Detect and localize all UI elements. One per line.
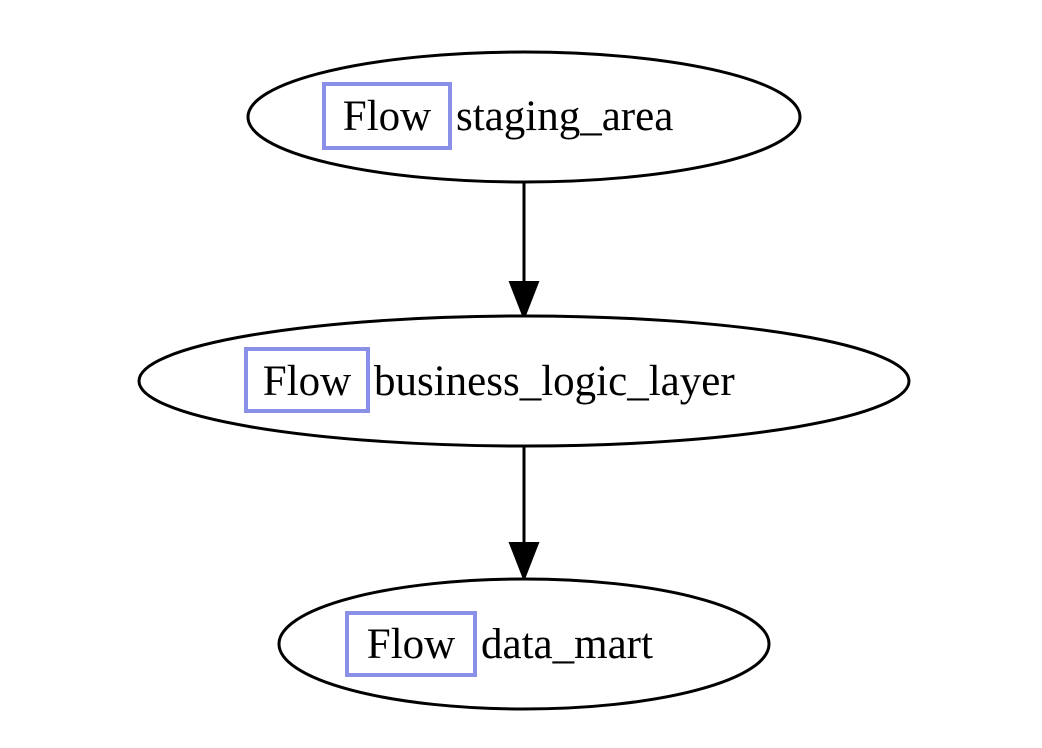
node-tag-box [322, 82, 452, 150]
node-name-label: data_mart [481, 621, 653, 668]
arrowhead-icon [508, 542, 540, 582]
node-name-label: business_logic_layer [374, 358, 735, 405]
node-tag-label: Flow [343, 93, 431, 140]
node-tag-label: Flow [367, 621, 455, 668]
node-tag-box [345, 611, 477, 677]
node-tag-label: Flow [263, 358, 351, 405]
node-business-logic-layer[interactable]: Flow business_logic_layer [137, 314, 911, 448]
edge-staging-area-to-business-logic-layer [508, 182, 540, 321]
edge-business-logic-layer-to-data-mart [508, 446, 540, 582]
node-staging-area[interactable]: Flow staging_area [246, 50, 802, 184]
node-data-mart[interactable]: Flow data_mart [277, 577, 771, 711]
arrowhead-icon [508, 281, 540, 321]
node-tag-box [244, 347, 370, 413]
node-name-label: staging_area [456, 93, 673, 140]
